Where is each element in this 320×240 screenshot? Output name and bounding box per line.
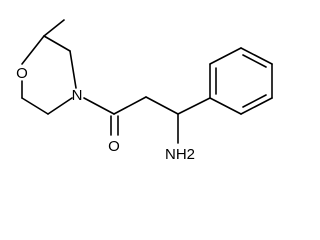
bond-methyl	[43, 19, 65, 37]
atom-label-carbonyl-oxygen: O	[108, 138, 120, 155]
bond-ring-n-c5	[47, 97, 73, 115]
bond-ch-phenyl	[177, 97, 211, 115]
morpholine-ring	[21, 19, 77, 115]
phenyl-ring	[209, 47, 273, 115]
bond-ring-c5-c6	[21, 97, 49, 115]
atom-label-morpholine-nitrogen: N	[72, 87, 83, 104]
bond-ch2-ch	[145, 96, 179, 115]
acyl-chain	[83, 96, 211, 144]
bond-ph-4-5	[240, 47, 273, 65]
atom-label-amine: NH2	[165, 146, 195, 163]
bond-ph-inner-b	[242, 94, 267, 108]
bond-n-carbonyl	[83, 97, 115, 115]
bond-ph-inner-c	[242, 54, 267, 68]
bond-ph-1-2	[209, 97, 242, 115]
bond-ph-5-6	[209, 47, 242, 65]
molecule-structure: O N O NH2	[16, 19, 273, 163]
bond-ph-2-3	[240, 97, 273, 115]
bond-ring-o-c2	[21, 35, 45, 65]
bond-carbonyl-ch2	[113, 96, 147, 115]
atom-label-morpholine-oxygen: O	[16, 65, 28, 82]
bond-ring-c3-n	[69, 50, 77, 89]
bond-ring-c2-c3	[43, 35, 71, 52]
